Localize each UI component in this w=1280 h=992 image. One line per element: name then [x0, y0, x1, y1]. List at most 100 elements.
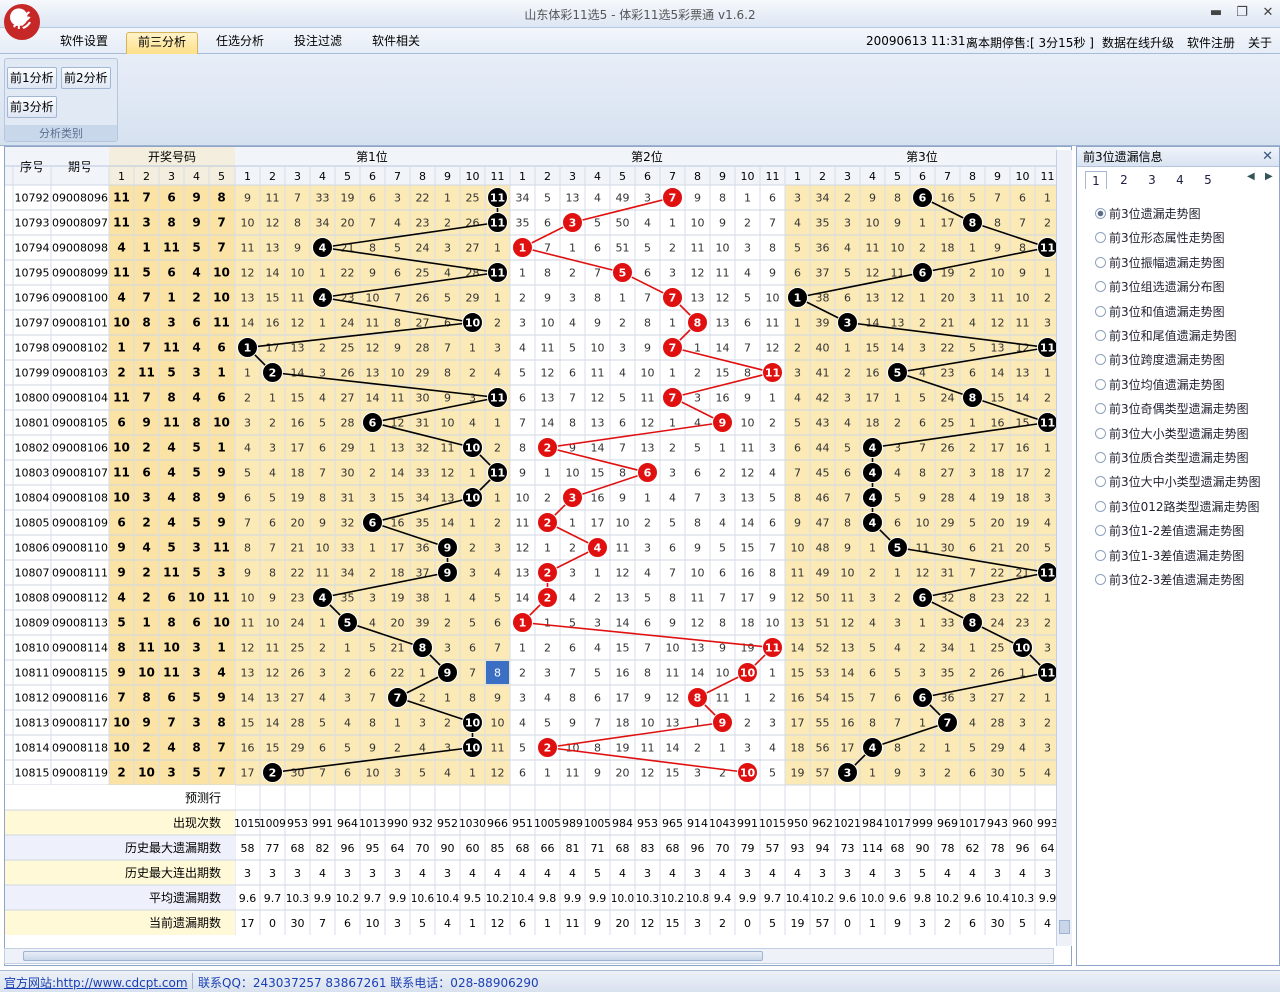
draw-number: 2	[192, 291, 200, 305]
trend-line	[372, 521, 448, 549]
omission-value: 34	[941, 642, 955, 655]
minimize-button[interactable]: ▬	[1209, 5, 1223, 20]
tab-scroll-right-icon[interactable]: ▶	[1265, 171, 1273, 182]
radio-icon[interactable]	[1095, 281, 1106, 293]
omission-value: 6	[894, 692, 901, 705]
omission-value: 2	[919, 742, 926, 755]
close-button[interactable]: ✕	[1262, 5, 1274, 20]
radio-icon[interactable]	[1095, 403, 1106, 415]
radio-icon[interactable]	[1095, 427, 1106, 439]
menu-software-related[interactable]: 软件相关	[372, 34, 421, 48]
chart-option-15[interactable]: 前3位1-3差值遗漏走势图	[1095, 547, 1244, 564]
trend-line	[347, 621, 423, 649]
chart-option-9[interactable]: 前3位奇偶类型遗漏走势图	[1095, 400, 1249, 417]
omission-value: 11	[266, 642, 280, 655]
omission-value: 1	[594, 567, 601, 580]
omission-value: 35	[816, 217, 830, 230]
radio-icon[interactable]	[1095, 354, 1106, 366]
omission-value: 3	[719, 492, 726, 505]
side-tab-4[interactable]: 4	[1176, 173, 1184, 187]
menu-software-settings[interactable]: 软件设置	[60, 34, 109, 48]
section-row-bg	[510, 610, 785, 635]
omission-value: 2	[794, 342, 801, 355]
stat-value: 70	[416, 842, 430, 855]
section-row-bg	[785, 410, 1057, 435]
radio-icon[interactable]	[1095, 525, 1106, 537]
chart-option-10[interactable]: 前3位大小类型遗漏走势图	[1095, 425, 1249, 442]
omission-value: 2	[369, 467, 376, 480]
radio-icon[interactable]	[1095, 305, 1106, 317]
radio-icon[interactable]	[1095, 476, 1106, 488]
omission-value: 10	[891, 242, 905, 255]
draw-col-header: 4	[193, 170, 200, 183]
about-link[interactable]: 关于	[1248, 36, 1273, 50]
chart-option-5[interactable]: 前3位和值遗漏走势图	[1095, 303, 1225, 320]
chart-option-6[interactable]: 前3位和尾值遗漏走势图	[1095, 327, 1237, 344]
front2-analysis-button[interactable]: 前2分析	[61, 67, 111, 89]
stat-value: 94	[816, 842, 830, 855]
omission-value: 9	[269, 592, 276, 605]
radio-icon[interactable]	[1095, 330, 1106, 341]
horizontal-scroll-thumb[interactable]	[23, 951, 763, 961]
vertical-scroll-thumb[interactable]	[1059, 920, 1070, 934]
radio-icon[interactable]	[1095, 256, 1106, 268]
tab-scroll-left-icon[interactable]: ◀	[1247, 171, 1255, 182]
ball-number: 11	[1040, 242, 1055, 255]
chart-option-11[interactable]: 前3位质合类型遗漏走势图	[1095, 449, 1249, 466]
side-tab-1[interactable]: 1	[1085, 171, 1107, 189]
stat-value: 6	[344, 917, 351, 930]
menu-bar: 软件设置 前三分析 任选分析 投注过滤 软件相关 20090613 11:31 …	[0, 28, 1280, 54]
draw-number: 4	[142, 541, 150, 555]
omission-value: 10	[766, 617, 780, 630]
ball-number: 11	[490, 392, 505, 405]
draw-number: 10	[163, 641, 180, 655]
side-tab-5[interactable]: 5	[1204, 173, 1212, 187]
draw-cell-bg	[109, 460, 235, 485]
chart-option-4[interactable]: 前3位组选遗漏分布图	[1095, 278, 1225, 295]
chart-option-2[interactable]: 前3位形态属性走势图	[1095, 229, 1225, 246]
stat-value: 81	[566, 842, 580, 855]
chart-option-7[interactable]: 前3位跨度遗漏走势图	[1095, 351, 1225, 368]
chart-option-3[interactable]: 前3位振幅遗漏走势图	[1095, 254, 1225, 271]
radio-icon[interactable]	[1095, 378, 1106, 390]
side-tab-3[interactable]: 3	[1148, 173, 1156, 187]
omission-value: 29	[466, 292, 480, 305]
omission-value: 14	[716, 342, 730, 355]
stat-value: 3	[444, 867, 451, 880]
stat-value: 96	[341, 842, 355, 855]
radio-icon[interactable]	[1095, 500, 1106, 512]
chart-option-8[interactable]: 前3位均值遗漏走势图	[1095, 376, 1225, 393]
chart-option-label: 前3位2-3差值遗漏走势图	[1109, 573, 1245, 587]
maximize-button[interactable]: ❐	[1236, 5, 1248, 20]
menu-any-analysis[interactable]: 任选分析	[216, 34, 265, 48]
chart-option-12[interactable]: 前3位大中小类型遗漏走势图	[1095, 473, 1261, 490]
online-upgrade-link[interactable]: 数据在线升级	[1102, 36, 1175, 50]
front1-analysis-button[interactable]: 前1分析	[7, 67, 57, 89]
radio-icon[interactable]	[1095, 574, 1106, 585]
chart-option-13[interactable]: 前3位012路类型遗漏走势图	[1095, 498, 1260, 515]
stat-value: 10.8	[686, 893, 709, 905]
horizontal-scrollbar[interactable]	[4, 948, 1054, 964]
number-ball	[537, 737, 558, 758]
radio-icon[interactable]	[1095, 549, 1106, 561]
omission-value: 4	[894, 467, 901, 480]
omission-value: 14	[241, 692, 255, 705]
omission-value: 10	[241, 217, 255, 230]
radio-icon[interactable]	[1095, 452, 1106, 463]
website-link[interactable]: 官方网站:http://www.cdcpt.com	[4, 976, 188, 990]
radio-icon[interactable]	[1095, 232, 1106, 244]
omission-value: 3	[844, 392, 851, 405]
radio-icon[interactable]	[1095, 208, 1106, 219]
register-link[interactable]: 软件注册	[1187, 36, 1236, 50]
menu-bet-filter[interactable]: 投注过滤	[294, 34, 343, 48]
front3-analysis-button[interactable]: 前3分析	[7, 96, 57, 118]
omission-value: 25	[341, 342, 355, 355]
chart-option-14[interactable]: 前3位1-2差值遗漏走势图	[1095, 522, 1244, 539]
menu-front3-analysis[interactable]: 前三分析	[126, 32, 198, 54]
chart-option-16[interactable]: 前3位2-3差值遗漏走势图	[1095, 571, 1244, 588]
vertical-scrollbar[interactable]	[1056, 150, 1072, 946]
omission-value: 1	[969, 417, 976, 430]
chart-option-1[interactable]: 前3位遗漏走势图	[1095, 205, 1201, 222]
side-close-icon[interactable]: ✕	[1262, 149, 1273, 164]
side-tab-2[interactable]: 2	[1120, 173, 1128, 187]
